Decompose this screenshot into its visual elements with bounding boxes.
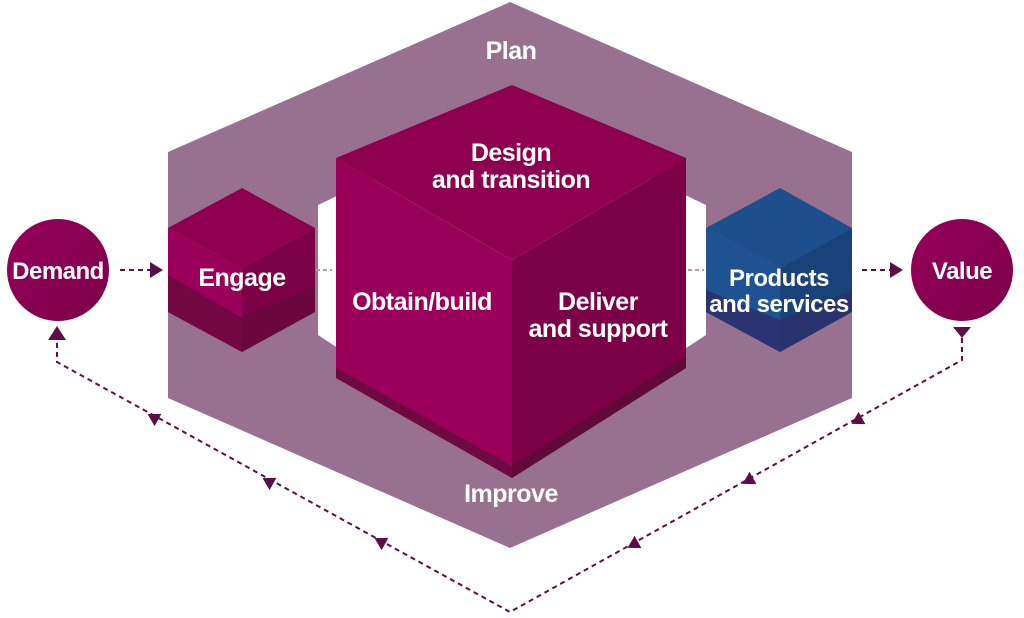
design-label-line2: and transition [432,166,590,194]
feedback-loop-line [56,334,963,614]
products-to-value-arrowhead [890,262,903,278]
value-label: Value [932,258,992,285]
loop-arrowhead-1 [851,411,866,425]
products-cube-top [706,188,852,268]
value-arrow-tip [953,327,971,338]
central-cube [336,85,686,478]
design-label-line1: Design [471,139,551,167]
products-label-line2: and services [709,291,849,318]
demand-arrow-tip [48,326,66,340]
products-cube-shadow [706,290,852,352]
hexagon-frame [168,2,852,548]
loop-arrowhead-5 [262,477,277,491]
demand-circle [7,219,109,321]
loop-arrowhead-6 [147,413,162,427]
central-cube-right-base [512,356,686,478]
loop-arrowhead-4 [374,537,389,551]
central-cube-top [336,85,686,260]
value-circle [911,219,1013,321]
products-label-line1: Products [729,265,829,292]
products-cube [706,188,852,352]
deliver-label-line1: Deliver [558,288,639,316]
central-cube-right [512,158,686,478]
plan-label: Plan [486,37,537,65]
central-cube-left-base [336,368,512,478]
engage-label: Engage [198,264,286,292]
deliver-label-line2: and support [529,315,669,343]
engage-cube-top [168,188,315,268]
loop-arrowhead-3 [627,535,642,549]
improve-label: Improve [464,480,558,508]
loop-arrowhead-2 [742,471,757,485]
engage-cube [168,188,315,352]
engage-cube-shadow [168,275,315,352]
obtain-build-label: Obtain/build [352,288,492,316]
demand-label: Demand [12,258,104,285]
demand-to-engage-arrowhead [150,262,163,278]
